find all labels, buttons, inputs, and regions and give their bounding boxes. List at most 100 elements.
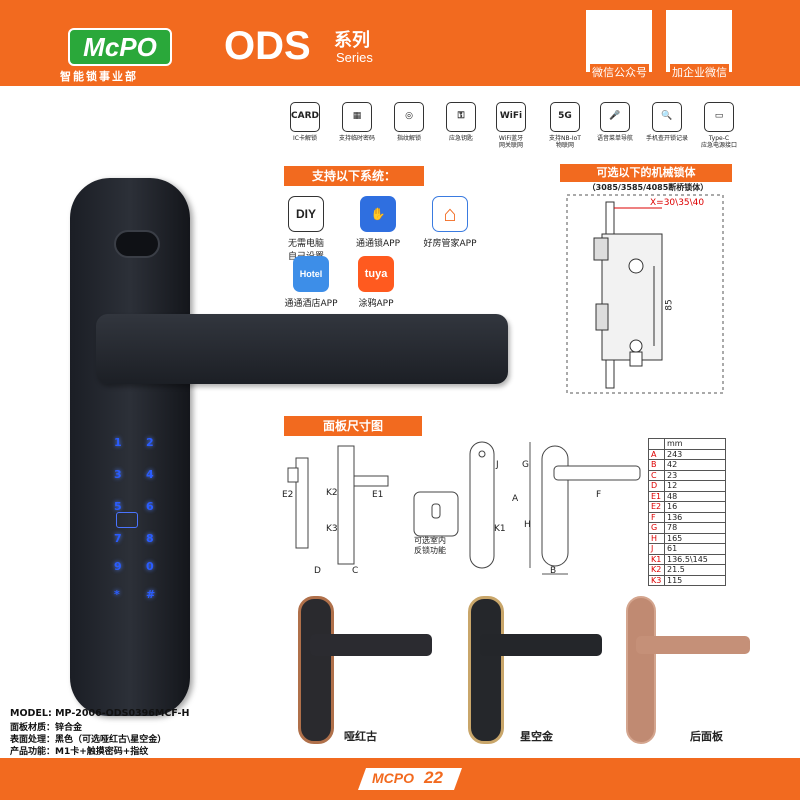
feature-card: CARD IC卡解锁 (288, 102, 322, 142)
variant-red-bronze-lever (310, 634, 432, 656)
app-diy: DIY 无需电脑 自己设置 (280, 196, 332, 262)
variant-starry-gold-body (468, 596, 504, 744)
card-icon: CARD (290, 102, 320, 132)
record-search-icon: 🔍 (652, 102, 682, 132)
dimension-value: 115 (664, 574, 726, 586)
keypad-key: 1 (114, 436, 122, 449)
qr-label-public: 微信公众号 (590, 64, 649, 80)
tongtong-lock-icon: ✋ (360, 196, 396, 232)
dimension-value: 136 (664, 511, 726, 523)
drawing-label: K3 (326, 524, 338, 534)
card-reader-icon (116, 512, 138, 528)
dimension-key: K1 (648, 553, 665, 565)
drawing-label: B (550, 566, 557, 576)
dimension-value: 23 (664, 469, 726, 481)
panel-material: 面板材质：锌合金 (10, 723, 83, 733)
division-name: 智能锁事业部 (60, 70, 138, 83)
feature-key: ⚿应急钥匙 (444, 102, 478, 142)
key-icon: ⚿ (446, 102, 476, 132)
feature-microphone: 🎤 语音菜单导航 (597, 102, 633, 142)
microphone-icon: 🎤 (600, 102, 630, 132)
drawing-label: A (512, 494, 519, 504)
keypad-key: 8 (146, 532, 154, 545)
wechat-work-qr-icon (666, 10, 732, 72)
app-tongtong-lock: ✋ 通通锁APP (348, 196, 408, 249)
keypad-key: # (146, 588, 156, 601)
dimension-key: B (648, 459, 665, 471)
model-number: MODEL: MP-2006-ODS0396MCF-H (10, 708, 190, 719)
series-en: Series (336, 50, 373, 65)
dimension-drawings (287, 441, 641, 575)
app-hotel: Hotel 通通酒店APP (276, 256, 346, 309)
house-manager-icon: ⌂ (432, 196, 468, 232)
dimension-value: 78 (664, 522, 726, 534)
dimension-value: 136.5\145 (664, 553, 726, 565)
dimension-value: 61 (664, 543, 726, 555)
feature-label: WiFi蓝牙 网关联网 (498, 135, 524, 149)
variant-back-panel-body (626, 596, 656, 744)
dimension-key: D (648, 480, 665, 492)
feature-label: 语音菜单导航 (596, 135, 633, 142)
backset-label: X=30\35\40 (650, 198, 705, 208)
systems-banner: 支持以下系统： (284, 166, 424, 186)
dimension-key: G (648, 522, 665, 534)
dimension-key: C (648, 469, 665, 481)
lock-body-front (70, 178, 190, 716)
keypad-key: * (114, 588, 120, 601)
dimension-value: 21.5 (664, 564, 726, 576)
feature-5g: 5G 支持NB-IoT 物联网 (548, 102, 582, 149)
drawing-label: F (596, 490, 602, 500)
app-house-manager: ⌂ 好房管家APP (414, 196, 486, 249)
dimension-key: J (648, 543, 665, 555)
dimensions-banner: 面板尺寸图 (284, 416, 422, 436)
dimension-key: K3 (648, 574, 665, 586)
feature-label: 支持临时密码 (338, 135, 375, 142)
drawing-label: H (524, 520, 531, 530)
drawing-label: K2 (326, 488, 338, 498)
variant-label: 星空金 (520, 730, 553, 743)
keypad-key: 5 (114, 500, 122, 513)
inside-lock-caption: 可选室内 反锁功能 (414, 536, 446, 555)
drawing-label: C (352, 566, 359, 576)
feature-label: 指纹解锁 (396, 135, 421, 142)
drawing-label: E2 (282, 490, 294, 500)
dimension-value: 243 (664, 448, 726, 460)
variant-red-bronze-body (298, 596, 334, 744)
5g-icon: 5G (550, 102, 580, 132)
dimension-value: 16 (664, 501, 726, 513)
dimension-key: K2 (648, 564, 665, 576)
dimension-value: 165 (664, 532, 726, 544)
feature-label: 手机查开锁记录 (645, 135, 688, 142)
wechat-public-qr-icon (586, 10, 652, 72)
wifi-icon: WiFi (496, 102, 526, 132)
feature-label: 支持NB-IoT 物联网 (549, 135, 581, 149)
drawing-label: K1 (494, 524, 506, 534)
drawing-label: E1 (372, 490, 384, 500)
keypad-key: 7 (114, 532, 122, 545)
variant-label: 后面板 (690, 730, 723, 743)
lock-lever (96, 314, 508, 384)
app-label: 通通酒店APP (284, 299, 338, 309)
variant-back-panel-lever (636, 636, 750, 654)
keypad-key: 0 (146, 560, 154, 573)
feature-record-search: 🔍 手机查开锁记录 (646, 102, 688, 142)
dimension-header-row: mm (648, 438, 726, 450)
app-label: 好房管家APP (423, 239, 477, 249)
feature-label: IC卡解锁 (293, 135, 317, 142)
feature-label: Type-C 应急电源接口 (700, 135, 737, 149)
variant-label: 哑红古 (344, 730, 377, 743)
variant-starry-gold-lever (480, 634, 602, 656)
fingerprint-sensor (114, 230, 160, 258)
app-label: 涂鸦APP (358, 299, 394, 309)
diy-icon: DIY (288, 196, 324, 232)
keypad-key: 2 (146, 436, 154, 449)
